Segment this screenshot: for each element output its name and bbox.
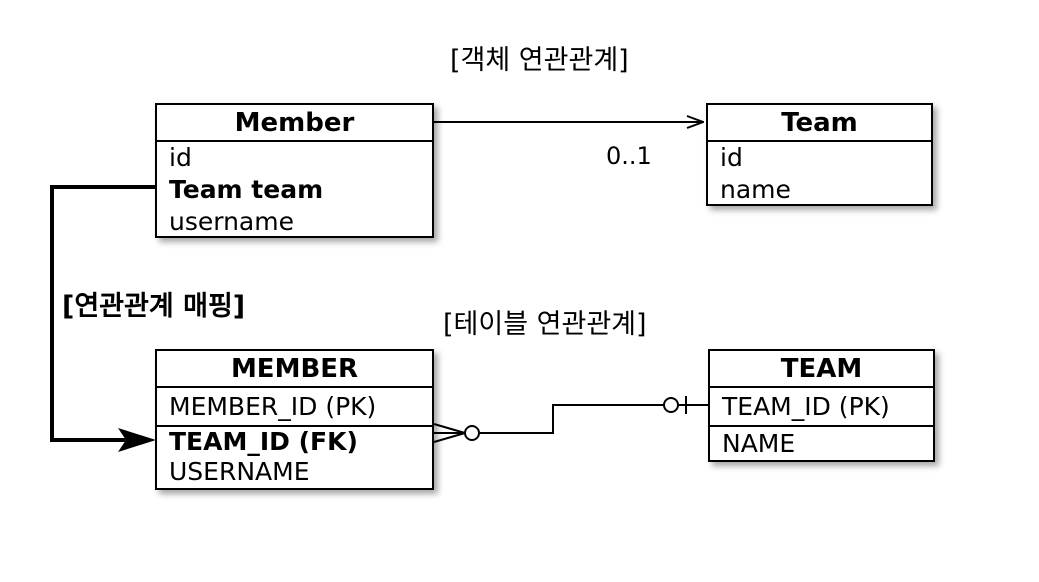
member-class-box: Member id Team team username — [155, 103, 434, 238]
team-table-name: TEAM — [710, 351, 933, 388]
member-table-pk: MEMBER_ID (PK) — [157, 388, 432, 427]
team-table-box: TEAM TEAM_ID (PK) NAME — [708, 349, 935, 462]
one-optional-circle — [663, 397, 679, 413]
mapping-line — [50, 185, 155, 442]
team-table-name-col: NAME — [722, 429, 796, 458]
team-field-id: id — [720, 143, 743, 172]
member-table-fk: TEAM_ID (FK) — [169, 427, 358, 456]
member-field-id: id — [169, 143, 192, 172]
multiplicity-label: 0..1 — [606, 142, 652, 170]
erd-relation-line — [480, 404, 664, 434]
crowfoot-bottom — [433, 432, 466, 443]
member-class-name: Member — [157, 105, 432, 142]
member-table-username: USERNAME — [169, 457, 310, 486]
member-field-username: username — [169, 207, 294, 236]
crowfoot-optional-circle — [464, 425, 480, 441]
table-relation-title: [테이블 연관관계] — [443, 309, 647, 340]
object-relation-title: [객체 연관관계] — [450, 45, 629, 76]
mapping-label: [연관관계 매핑] — [62, 291, 246, 322]
team-field-name: name — [720, 175, 791, 204]
team-class-name: Team — [708, 105, 931, 142]
member-table-name: MEMBER — [157, 351, 432, 388]
crowfoot-top — [433, 423, 466, 434]
team-class-box: Team id name — [706, 103, 933, 206]
member-field-team: Team team — [169, 175, 324, 204]
member-table-box: MEMBER MEMBER_ID (PK) TEAM_ID (FK) USERN… — [155, 349, 434, 490]
team-table-pk: TEAM_ID (PK) — [710, 388, 933, 427]
mapping-arrowhead — [118, 428, 156, 452]
